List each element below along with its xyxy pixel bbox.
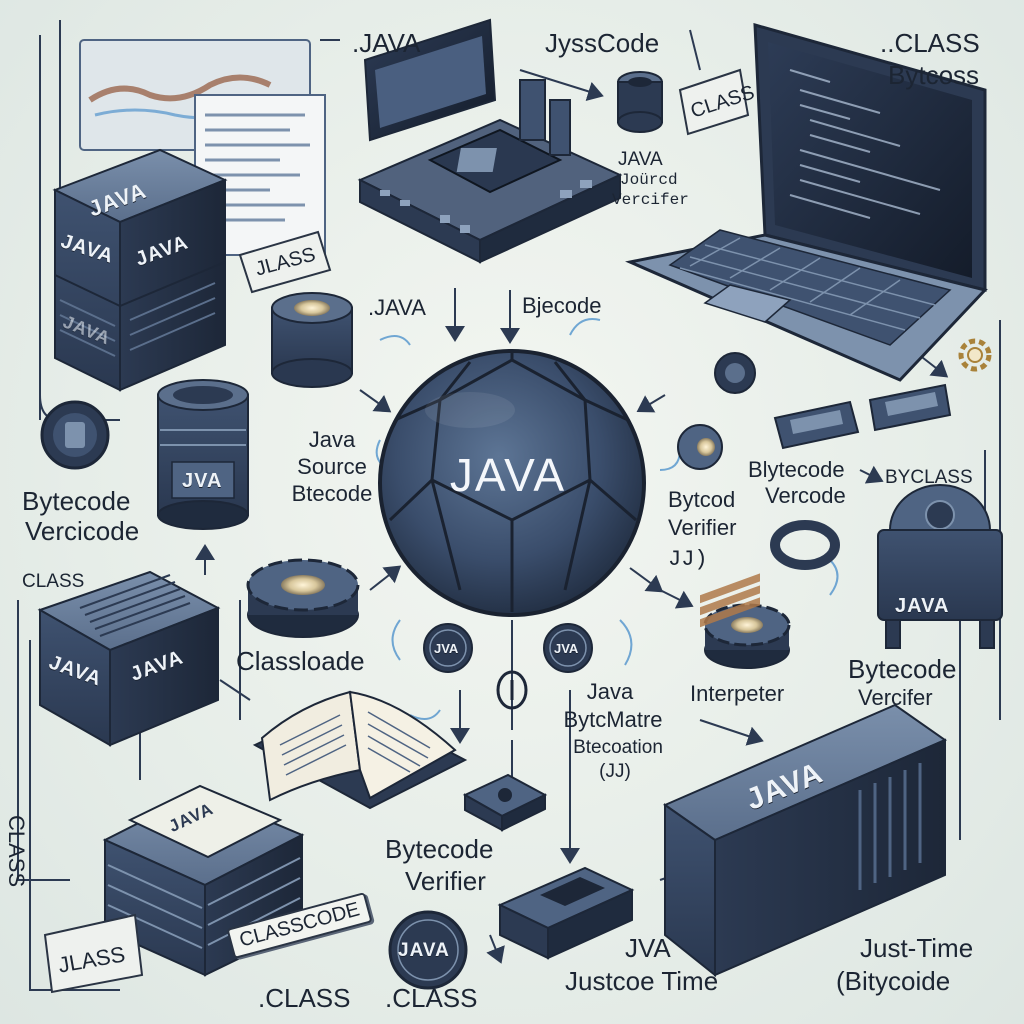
gear-disc-right <box>703 603 791 669</box>
cylinder-glow-left <box>271 292 353 388</box>
class-tag-top-shape <box>678 68 750 136</box>
small-lock-icon <box>496 670 528 710</box>
ring-icon-right-mid <box>770 520 840 570</box>
small-device-center <box>462 773 548 832</box>
ring-icon-right-top <box>714 352 756 394</box>
label-classloade: Classloade <box>236 646 365 676</box>
label-interpeter: Interpeter <box>690 681 785 706</box>
label-java-bytematre-2: BytcMatre <box>563 707 663 732</box>
label-bytecode-verifier-2: Verifier <box>405 866 486 896</box>
server-stack-top-left <box>52 148 228 392</box>
gear-disc-left <box>246 558 360 638</box>
open-book <box>252 690 468 810</box>
chip-right-1 <box>773 400 860 450</box>
label-top-jysscode: JyssCode <box>545 28 660 58</box>
dome-robot-right <box>877 484 1003 649</box>
badge-right-shape <box>543 623 593 673</box>
label-java-source-bytecode-1: Java <box>308 427 356 452</box>
label-class-vertical: CLASS <box>4 815 29 888</box>
label-bytecode-vercode-1: Blytecode <box>748 457 845 482</box>
chip-right-2 <box>868 383 952 432</box>
label-just-time: Just-Time <box>860 933 974 963</box>
label-java-bytematre-4: (JJ) <box>599 761 631 782</box>
canister-jva <box>157 379 249 530</box>
coin-badge-left <box>40 400 110 470</box>
label-top-bytecoss: Bytcoss <box>888 60 980 90</box>
label-bytecode-vercifer-2: Vercifer <box>858 685 933 710</box>
label-java-source-bytecode-3: Btecode <box>291 481 373 506</box>
label-java-bytematre-3: Btecoation <box>573 737 663 758</box>
label-top-class: ..CLASS <box>880 28 980 58</box>
java-core-sphere <box>378 349 646 617</box>
face-icon-right <box>677 424 723 470</box>
chip-label-badge-right: JVA <box>554 641 579 656</box>
label-bytecode-vercode-2: Vercode <box>765 483 846 508</box>
label-jva: JVA <box>625 933 671 963</box>
label-java-source-verifier-1: JAVA <box>618 149 663 170</box>
label-java-source-verifier-3: Vercifer <box>612 191 689 209</box>
label-java-source-verifier-2: Joürcd <box>620 171 678 189</box>
label-class-left: CLASS <box>22 571 85 592</box>
jlass-tag-top-shape <box>238 230 332 294</box>
label-jj: JJ) <box>668 547 708 572</box>
gear-icon <box>958 338 992 372</box>
label-justcoe-time: Justcoe Time <box>565 966 719 996</box>
badge-bottom-shape <box>388 910 468 990</box>
motherboard-illustration <box>357 18 623 264</box>
label-bytecode-verifier-1: Bytecode <box>385 834 494 864</box>
label-class-bottom-1: .CLASS <box>258 983 351 1013</box>
cylinder-top-small <box>617 71 663 133</box>
badge-left-shape <box>423 623 473 673</box>
laptop-illustration <box>625 22 988 382</box>
label-bytecode-vercicode-2: Vercicode <box>25 516 140 546</box>
label-class-bottom-2: .CLASS <box>385 983 478 1013</box>
chip-label-robot: JAVA <box>895 595 950 617</box>
label-bitycoide: (Bitycoide <box>836 966 951 996</box>
label-top-java: .JAVA <box>352 28 421 58</box>
cassette-device-bottom <box>497 866 635 960</box>
label-java-source-bytecode-2: Source <box>297 454 367 479</box>
label-byclass: BYCLASS <box>885 467 973 488</box>
jlass-tag-bottom-shape <box>43 913 144 994</box>
chip-label-badge-bottom: JAVA <box>398 940 450 961</box>
chip-label-canister: JVA <box>182 470 223 492</box>
label-mid-java: .JAVA <box>368 295 426 320</box>
label-bytecode-vercifer-1: Bytecode <box>848 654 957 684</box>
crate-left <box>37 570 221 747</box>
chip-label-badge-left: JVA <box>434 641 459 656</box>
label-bytcod-verifier-2: Verifier <box>668 515 737 540</box>
server-tower-bottom-right <box>662 573 948 978</box>
label-java-bytematre-1: Java <box>586 679 634 704</box>
label-bytcod-verifier-1: Bytcod <box>668 487 736 512</box>
java-core-title: JAVA <box>449 449 567 501</box>
label-mid-bjecode: Bjecode <box>522 293 602 318</box>
label-bytecode-vercicode-1: Bytecode <box>22 486 131 516</box>
